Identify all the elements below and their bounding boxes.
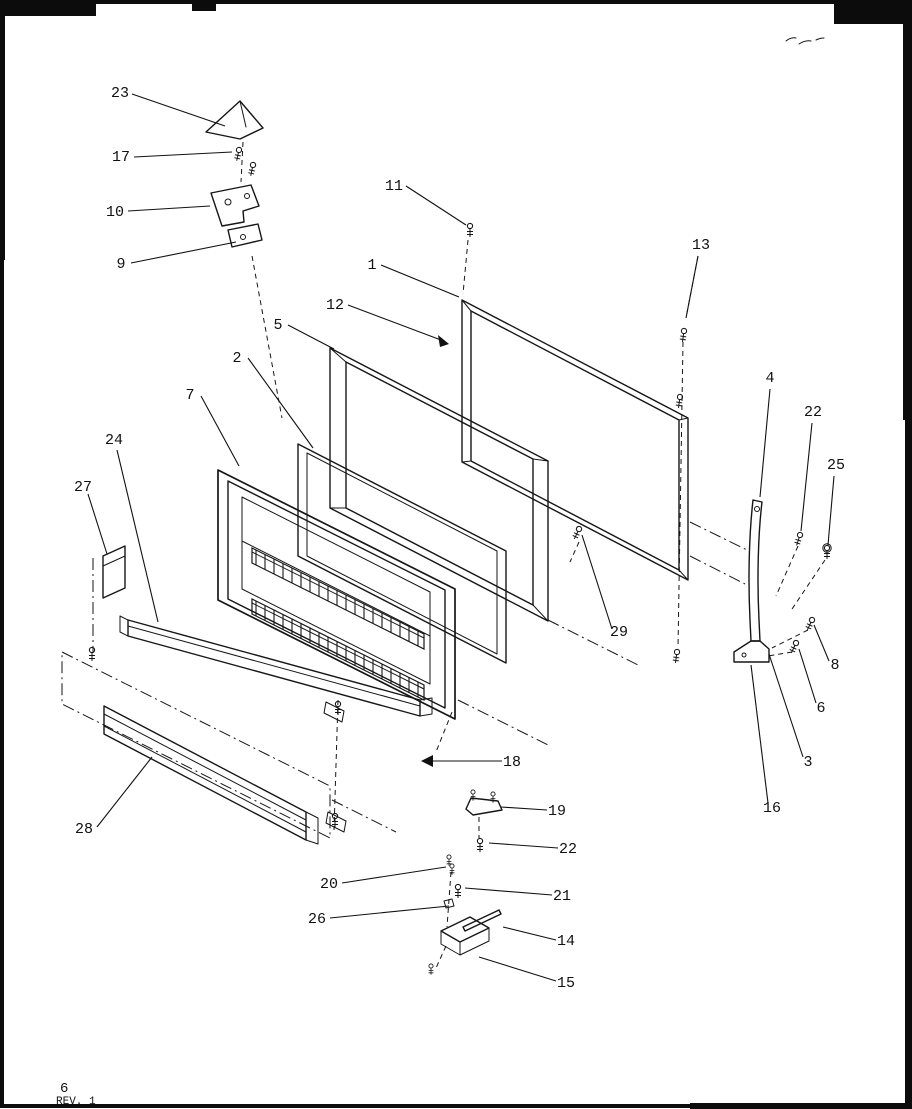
part-label-25: 25	[827, 457, 845, 474]
door-gasket	[329, 347, 549, 622]
part-label-1: 1	[367, 257, 376, 274]
screw-icon	[449, 863, 455, 876]
screw-icon	[470, 789, 476, 802]
part-label-9: 9	[116, 256, 125, 273]
page-number: 6	[60, 1081, 68, 1097]
bottom-hardware	[421, 755, 503, 976]
part-label-24: 24	[105, 432, 123, 449]
part-label-10: 10	[106, 204, 124, 221]
phantom-outlines	[61, 545, 397, 839]
part-label-2: 2	[232, 350, 241, 367]
part-label-13: 13	[692, 237, 710, 254]
part-label-4: 4	[765, 370, 774, 387]
screw-icon	[571, 524, 584, 541]
arrow-18-icon	[421, 755, 433, 767]
shelf-trim-bar	[119, 615, 433, 717]
shelf-rack	[251, 547, 425, 650]
left-bracket-part	[102, 545, 126, 599]
part-label-12: 12	[326, 297, 344, 314]
part-label-22: 22	[804, 404, 822, 421]
outer-door-panel	[461, 222, 699, 664]
part-label-11: 11	[385, 178, 403, 195]
screw-icon	[678, 327, 688, 343]
part-label-19: 19	[548, 803, 566, 820]
pin-part	[462, 909, 502, 932]
part-label-18: 18	[503, 754, 521, 771]
screw-icon	[476, 837, 484, 853]
part-label-23: 23	[111, 85, 129, 102]
nut-part	[443, 898, 455, 909]
screw-icon	[466, 222, 474, 238]
part-label-28: 28	[75, 821, 93, 838]
revision-text: REV. 1	[56, 1096, 96, 1108]
part-label-15: 15	[557, 975, 575, 992]
screw-icon	[671, 648, 681, 664]
shelf-rack	[251, 598, 425, 701]
part-label-29: 29	[610, 624, 628, 641]
part-label-21: 21	[553, 888, 571, 905]
screw-icon	[247, 161, 258, 177]
part-label-27: 27	[74, 479, 92, 496]
hinge-flange-part	[227, 223, 263, 248]
part-labels: 23 17 10 9 11 1 12 5 2 7 24 27 13 4 22 2…	[74, 85, 845, 992]
part-label-3: 3	[803, 754, 812, 771]
arrow-12-icon	[438, 335, 449, 347]
part-label-16: 16	[763, 800, 781, 817]
screw-icon	[804, 615, 817, 632]
screw-icon	[88, 646, 96, 662]
part-label-22b: 22	[559, 841, 577, 858]
corner-marks	[785, 37, 825, 45]
screw-icon	[233, 146, 244, 162]
hinge-bracket-part	[210, 184, 260, 227]
screw-icon	[428, 963, 434, 976]
part-label-8: 8	[830, 657, 839, 674]
screw-icon	[490, 791, 496, 804]
hinge-plate-part	[465, 797, 503, 816]
leader-lines	[87, 93, 835, 982]
page-footer: 6 REV. 1	[56, 1081, 96, 1108]
part-label-14: 14	[557, 933, 575, 950]
part-label-26: 26	[308, 911, 326, 928]
inner-retainer-panel	[297, 443, 507, 664]
screw-icon	[793, 531, 805, 547]
part-label-7: 7	[185, 387, 194, 404]
screw-icon	[454, 883, 462, 899]
door-liner	[217, 469, 641, 753]
door-rail	[103, 705, 319, 845]
hinge-cap-part	[205, 100, 264, 140]
part-label-6: 6	[816, 700, 825, 717]
top-hinge-assembly	[205, 100, 283, 419]
right-hinge-bracket	[689, 499, 832, 663]
part-label-20: 20	[320, 876, 338, 893]
part-label-17: 17	[112, 149, 130, 166]
part-label-5: 5	[273, 317, 282, 334]
